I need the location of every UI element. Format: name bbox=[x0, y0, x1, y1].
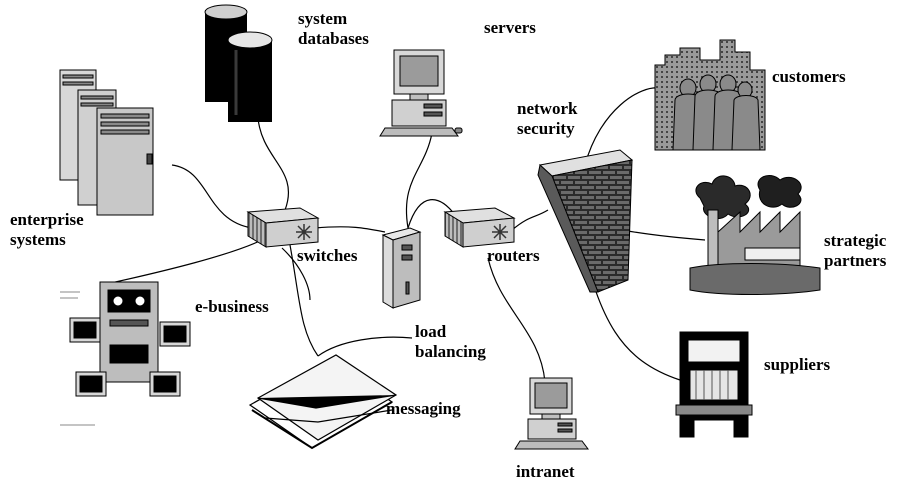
server-computer-icon bbox=[379, 49, 463, 137]
label-messaging: messaging bbox=[386, 399, 461, 418]
label-load-balancing: load balancing bbox=[415, 322, 486, 361]
e-business-cluster-icon bbox=[60, 281, 191, 426]
label-strategic-partners: strategic partners bbox=[824, 231, 887, 270]
customers-icon bbox=[654, 39, 766, 151]
label-routers: routers bbox=[487, 246, 540, 265]
label-servers: servers bbox=[484, 18, 536, 37]
factory-icon bbox=[689, 175, 821, 295]
label-customers: customers bbox=[772, 67, 846, 86]
database-icon bbox=[204, 4, 273, 122]
label-network-security: network security bbox=[517, 99, 578, 138]
label-enterprise-systems: enterprise systems bbox=[10, 210, 84, 249]
intranet-computer-icon bbox=[514, 377, 589, 450]
server-rack-icon bbox=[59, 69, 154, 216]
label-system-databases: system databases bbox=[298, 9, 369, 48]
router-icon bbox=[443, 207, 516, 248]
load-balancer-icon bbox=[381, 227, 422, 309]
truck-icon bbox=[675, 331, 753, 438]
label-intranet: intranet bbox=[516, 462, 575, 481]
label-switches: switches bbox=[297, 246, 358, 265]
firewall-icon bbox=[537, 149, 634, 293]
label-e-business: e-business bbox=[195, 297, 269, 316]
switch-icon bbox=[246, 207, 320, 248]
label-suppliers: suppliers bbox=[764, 355, 831, 374]
envelope-icon bbox=[248, 354, 398, 450]
